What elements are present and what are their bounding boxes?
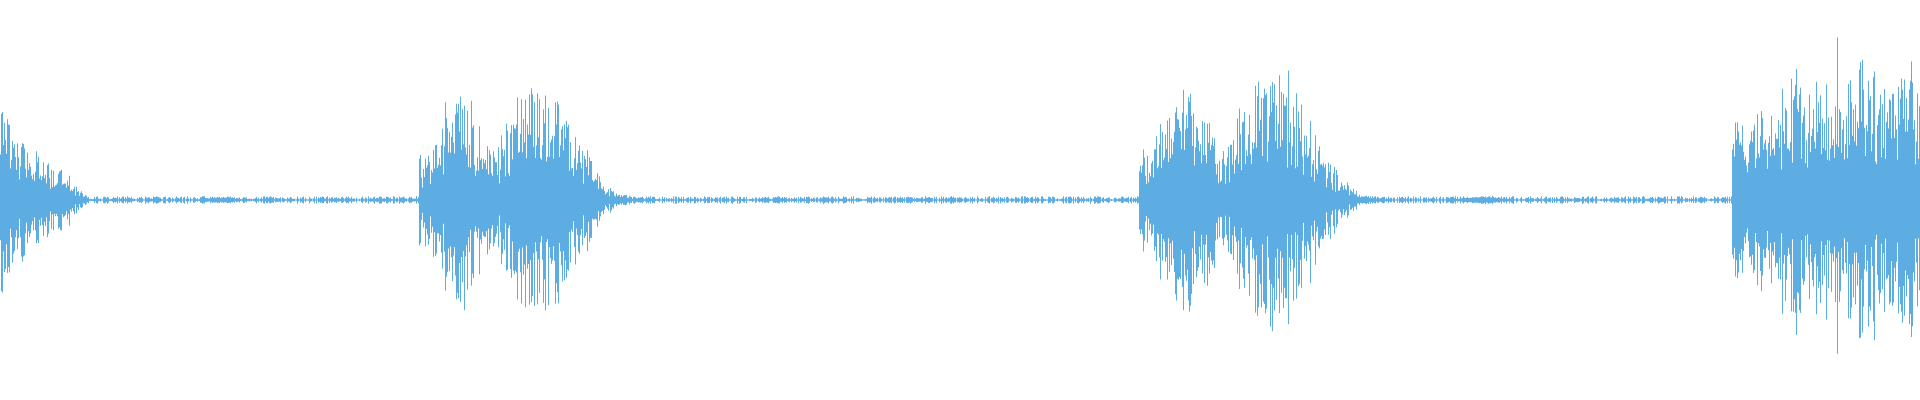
waveform-amplitude-path (0, 37, 1920, 354)
